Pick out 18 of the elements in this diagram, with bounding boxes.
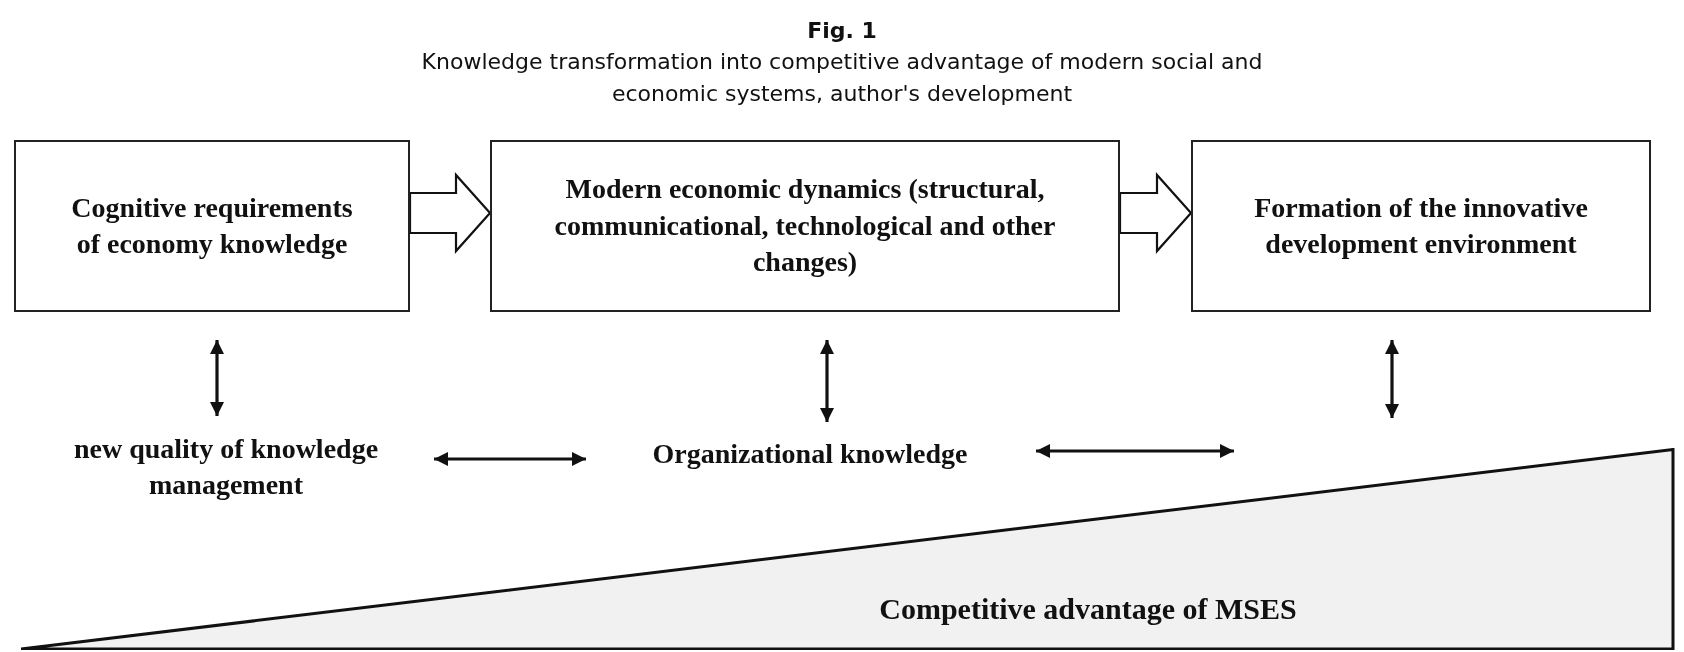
figure-caption: Knowledge transformation into competitive advantage of modern social and economic systems, author's development (420, 48, 1264, 108)
shape-label: Competitive advantage of MSES (879, 591, 1297, 627)
process-box (490, 140, 1120, 312)
box-label: Formation of the innovative development environment (1253, 190, 1589, 261)
block-arrow (408, 172, 492, 254)
double-arrow (1036, 443, 1234, 459)
double-arrow (209, 340, 225, 416)
block-arrow (1118, 172, 1193, 254)
node-label: new quality of knowledge management (72, 431, 380, 502)
figure-title: Fig. 1 (806, 18, 878, 43)
box-label: Cognitive requirements of economy knowledge (70, 190, 354, 261)
node-label: Organizational knowledge (652, 436, 968, 471)
box-label: Modern economic dynamics (structural, communicational, technological and other changes) (553, 172, 1057, 280)
double-arrow (434, 451, 586, 467)
double-arrow (819, 340, 835, 422)
process-box (14, 140, 410, 312)
process-box (1191, 140, 1651, 312)
double-arrow (1384, 340, 1400, 418)
